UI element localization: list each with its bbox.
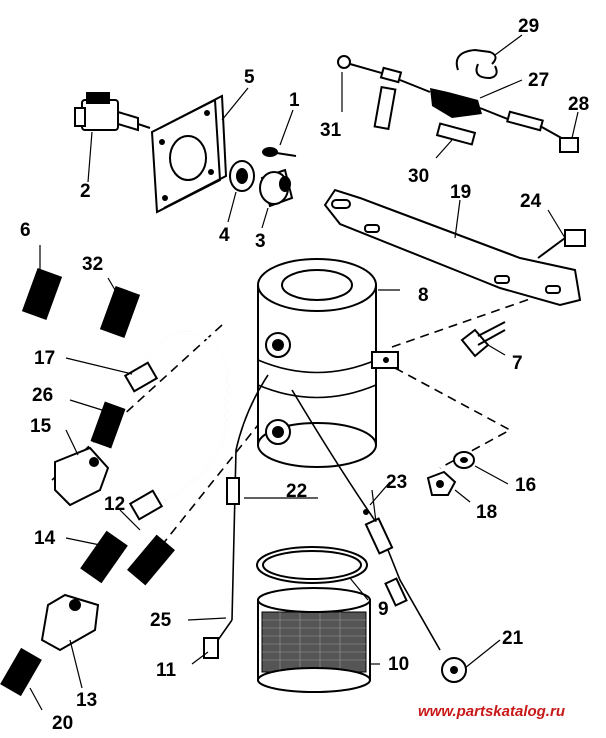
label-31: 31 <box>320 120 342 141</box>
nut-16-part <box>453 451 475 469</box>
connector-13-part <box>40 593 100 652</box>
label-10: 10 <box>388 654 409 675</box>
label-1: 1 <box>289 90 300 111</box>
part-number-labels: 1 2 3 4 5 6 7 8 9 10 11 12 13 14 15 16 1… <box>20 16 589 734</box>
nut-18-part <box>426 470 457 496</box>
fitting-32-part <box>99 285 141 339</box>
label-12: 12 <box>104 494 125 515</box>
label-28: 28 <box>568 94 589 115</box>
barb-20-part <box>0 647 42 697</box>
label-21: 21 <box>502 628 524 649</box>
label-26: 26 <box>32 385 53 406</box>
label-19: 19 <box>450 182 471 203</box>
label-3: 3 <box>255 231 266 252</box>
bracket-part <box>323 188 582 307</box>
block-15-part <box>54 446 110 507</box>
fitting-14-part <box>80 530 128 584</box>
label-14: 14 <box>34 528 56 549</box>
mounting-plate-part <box>150 94 228 214</box>
label-22: 22 <box>286 481 307 502</box>
label-4: 4 <box>219 225 230 246</box>
label-15: 15 <box>30 416 52 437</box>
label-9: 9 <box>378 599 389 620</box>
bushing-part <box>259 168 294 208</box>
toggle-switch-part <box>74 92 151 132</box>
label-30: 30 <box>408 166 429 187</box>
o-ring-part <box>256 546 368 584</box>
label-11: 11 <box>156 660 177 681</box>
label-17: 17 <box>34 348 55 369</box>
fuse-holder-assembly <box>337 55 579 153</box>
label-13: 13 <box>76 690 97 711</box>
label-7: 7 <box>512 353 523 374</box>
fuel-line-part <box>123 331 230 521</box>
label-8: 8 <box>418 285 429 306</box>
label-6: 6 <box>20 220 31 241</box>
label-18: 18 <box>476 502 497 523</box>
label-5: 5 <box>244 67 255 88</box>
label-24: 24 <box>520 191 542 212</box>
watermark-text: www.partskatalog.ru <box>418 703 565 720</box>
fitting-26-part <box>90 401 126 449</box>
label-20: 20 <box>52 713 73 734</box>
filter-part <box>257 587 371 693</box>
screw-part <box>262 147 297 157</box>
label-2: 2 <box>80 181 91 202</box>
label-23: 23 <box>386 472 407 493</box>
pump-body-part <box>257 258 399 468</box>
label-32: 32 <box>82 254 103 275</box>
leader-lines <box>29 34 579 711</box>
label-27: 27 <box>528 70 549 91</box>
label-29: 29 <box>518 16 539 37</box>
bolt-long-part <box>537 229 586 259</box>
fitting-12-part <box>127 534 175 586</box>
label-25: 25 <box>150 610 172 631</box>
label-16: 16 <box>515 475 536 496</box>
nut-part <box>229 160 255 192</box>
clip-part <box>455 48 498 80</box>
fitting-6-part <box>21 267 63 321</box>
